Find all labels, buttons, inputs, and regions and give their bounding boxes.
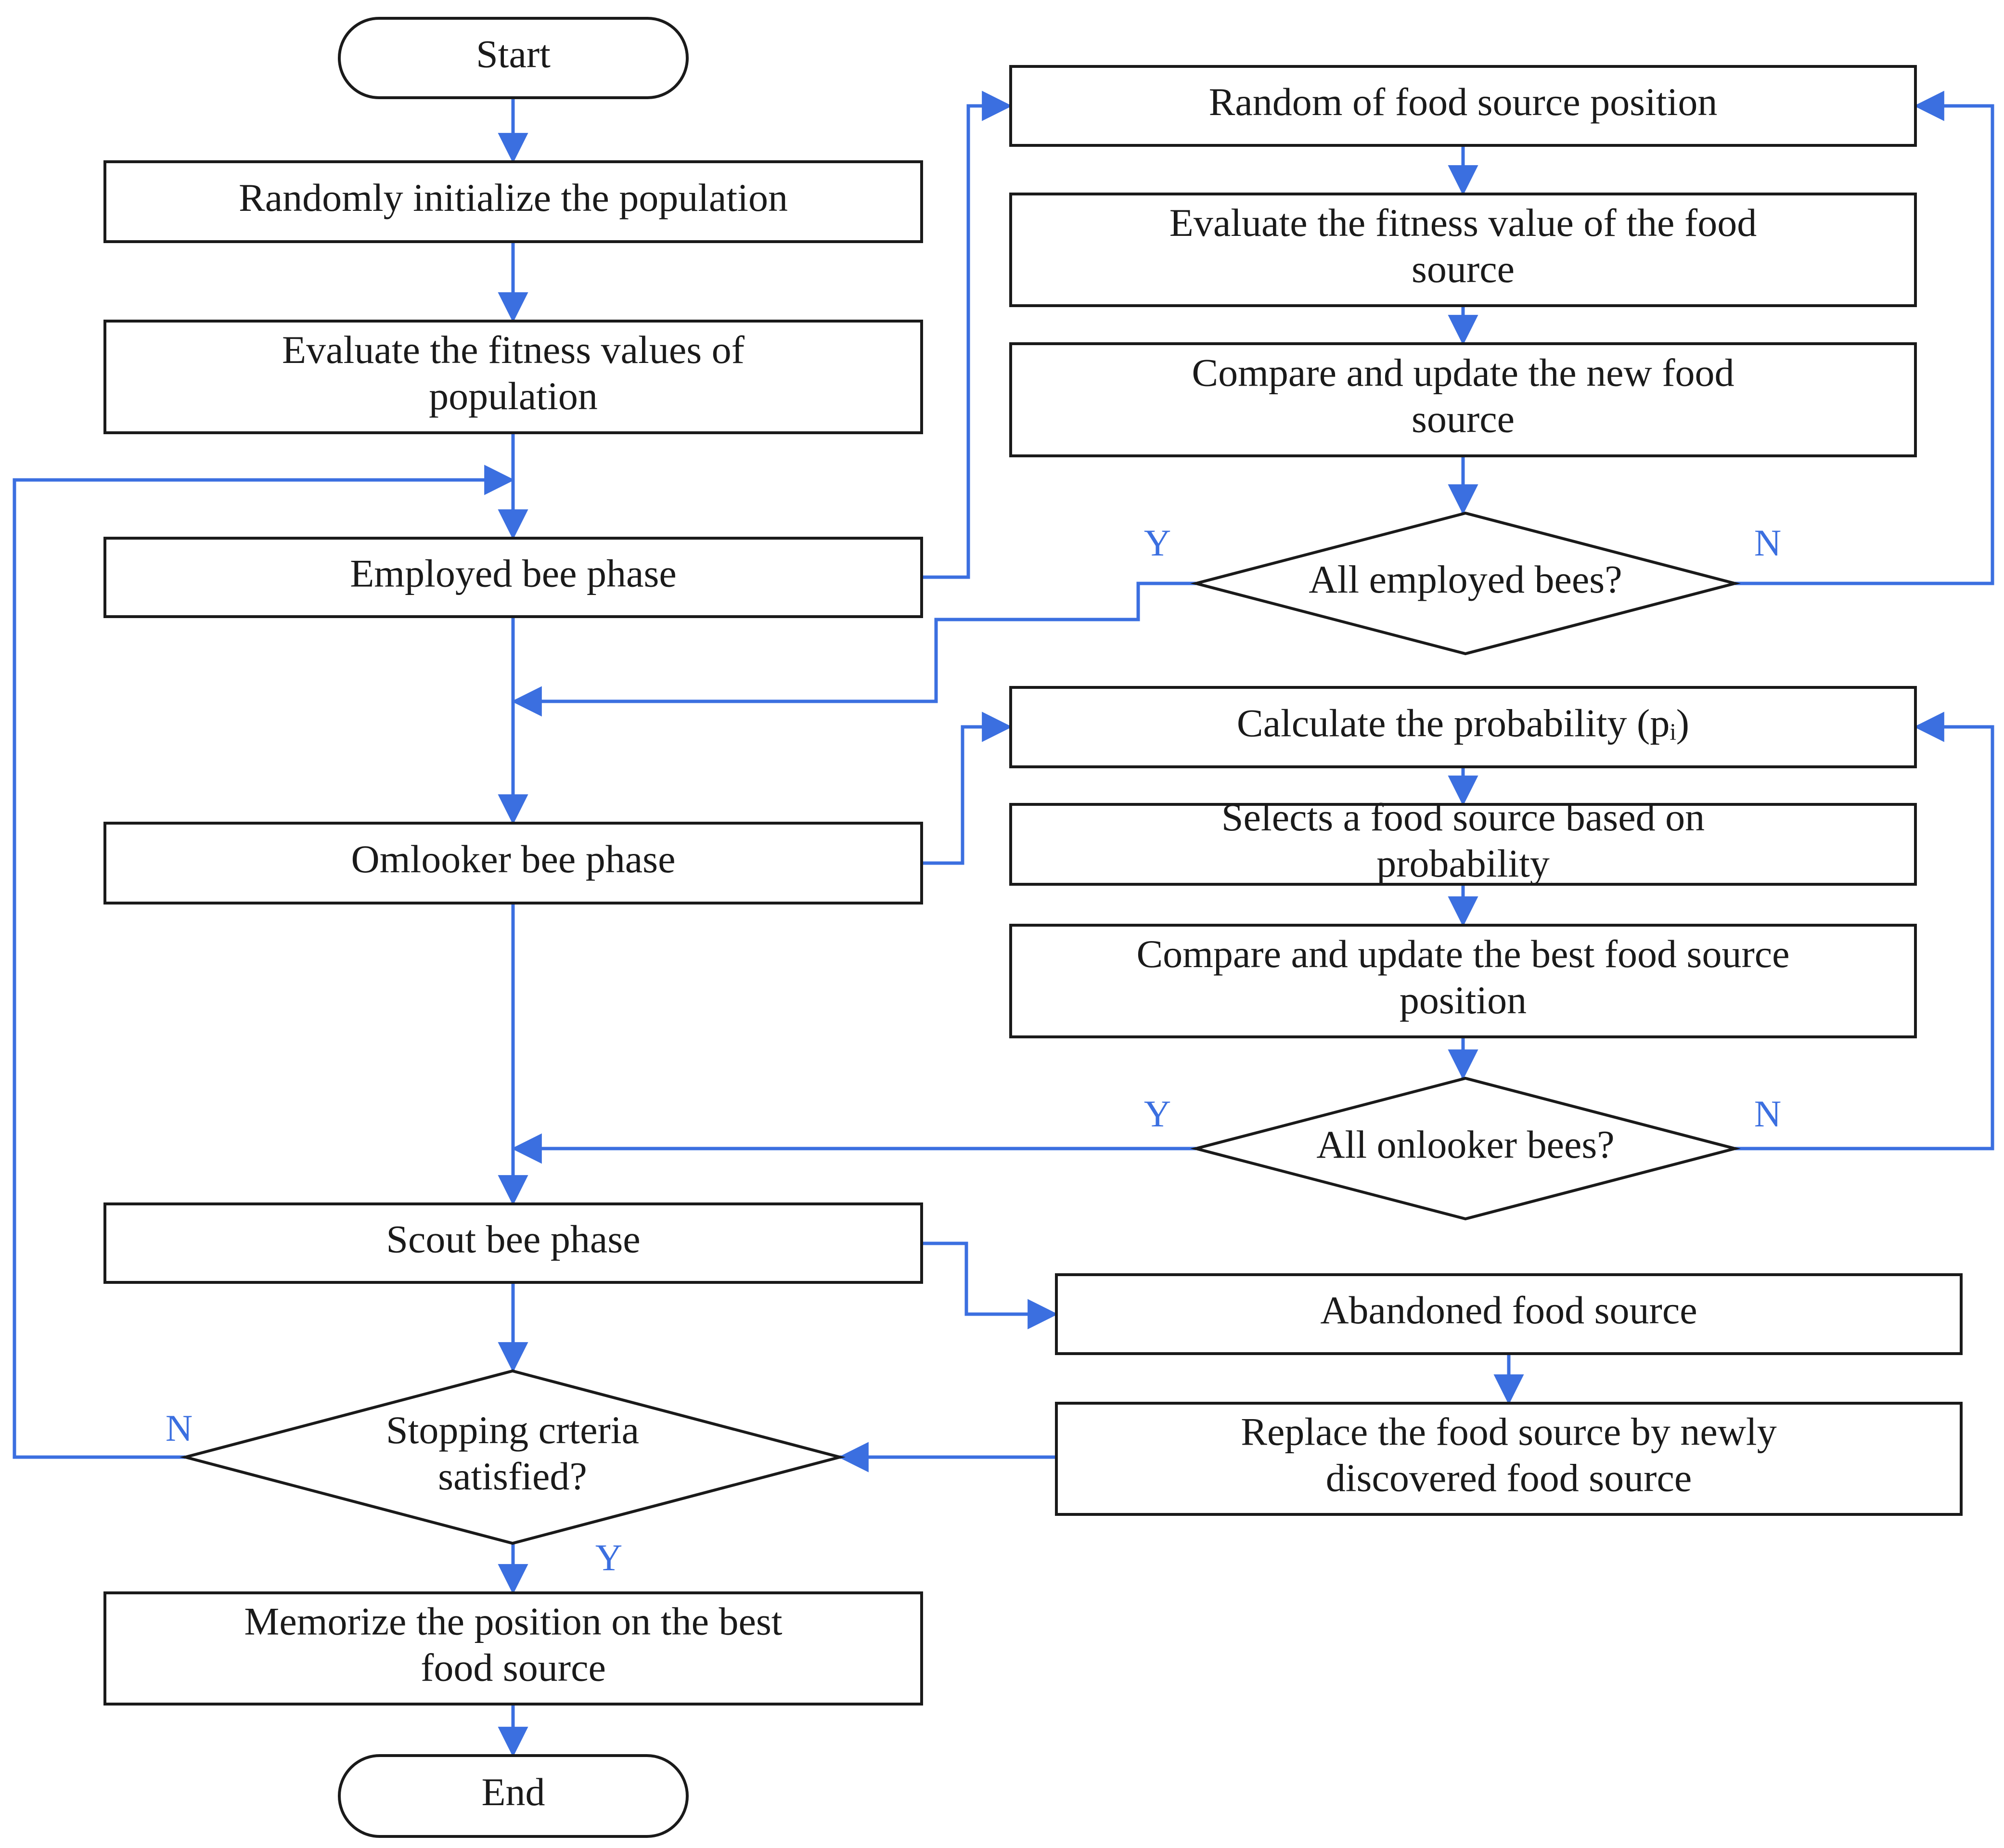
node-text-line: Employed bee phase: [350, 551, 677, 595]
node-shape: [103, 537, 923, 618]
edge-label-employed-yes: Y: [1144, 522, 1171, 564]
node-text-line: Random of food source position: [1209, 80, 1718, 124]
node-text-line: End: [481, 1770, 545, 1814]
node-compare-best: Compare and update the best food sourcep…: [1009, 924, 1917, 1038]
connector-layer: [13, 90, 1994, 1758]
node-shape: [103, 1591, 923, 1706]
connector-onlooker-calcprob: [922, 711, 1013, 865]
node-text-line: Evaluate the fitness value of the food: [1169, 201, 1757, 245]
connector-employed-randompos: [922, 90, 1013, 579]
node-text-line: source: [1412, 397, 1515, 440]
node-all-onlooker: All onlooker bees?: [1190, 1076, 1741, 1221]
node-text-line: satisfied?: [438, 1454, 587, 1498]
node-text-line: Compare and update the new food: [1192, 350, 1734, 394]
node-shape: [1009, 342, 1917, 457]
node-text-line: Memorize the position on the best: [244, 1599, 782, 1643]
node-calc-prob: Calculate the probability (pᵢ): [1009, 686, 1917, 768]
node-shape: [1055, 1402, 1963, 1516]
node-shape: [103, 822, 923, 905]
node-shape: [1009, 686, 1917, 768]
node-text-line: Start: [476, 32, 551, 76]
node-scout: Scout bee phase: [103, 1202, 923, 1284]
node-shape: [1009, 803, 1917, 886]
node-eval-food: Evaluate the fitness value of the foodso…: [1009, 193, 1917, 307]
edge-label-employed-no: N: [1754, 522, 1781, 564]
node-text-line: source: [1412, 247, 1515, 291]
node-shape: [338, 17, 689, 99]
node-random-pos: Random of food source position: [1009, 65, 1917, 147]
node-text-line: food source: [421, 1645, 606, 1689]
node-text-line: Compare and update the best food source: [1136, 932, 1789, 976]
edge-label-onlooker-yes: Y: [1144, 1093, 1171, 1135]
node-shape: [1009, 924, 1917, 1038]
edge-label-onlooker-no: N: [1754, 1093, 1781, 1135]
connector-scout-abandoned: [922, 1241, 1058, 1330]
node-text-line: Calculate the probability (pᵢ): [1237, 701, 1689, 745]
node-text-line: probability: [1376, 841, 1550, 885]
node-text-line: Omlooker bee phase: [351, 837, 676, 881]
node-shape: [1190, 511, 1741, 656]
node-shape: [1190, 1076, 1741, 1221]
node-shape: [103, 160, 923, 243]
node-abandoned: Abandoned food source: [1055, 1273, 1963, 1355]
node-shape: [103, 1202, 923, 1284]
node-replace: Replace the food source by newlydiscover…: [1055, 1402, 1963, 1516]
node-end: End: [338, 1754, 689, 1838]
edge-label-stop-no: N: [166, 1407, 193, 1449]
node-text-line: discovered food source: [1326, 1456, 1692, 1499]
node-text-line: Randomly initialize the population: [239, 176, 788, 220]
node-start: Start: [338, 17, 689, 99]
connector-allonl-no-loop: [1735, 711, 1994, 1150]
connector-stop-no-loop: [13, 465, 515, 1459]
node-text-line: Scout bee phase: [386, 1217, 640, 1261]
node-shape: [1009, 65, 1917, 147]
node-text-line: Selects a food source based on: [1221, 795, 1705, 839]
node-shape: [1009, 193, 1917, 307]
node-text-line: Abandoned food source: [1320, 1288, 1697, 1332]
connector-allemp-no-loop: [1735, 90, 1994, 585]
node-text-line: position: [1400, 978, 1527, 1022]
node-select: Selects a food source based onprobabilit…: [1009, 795, 1917, 886]
node-all-employed: All employed bees?: [1190, 511, 1741, 656]
node-text-line: Stopping crteria: [386, 1408, 639, 1452]
node-shape: [338, 1754, 689, 1838]
edge-label-layer: Y N Y N N Y: [166, 522, 1781, 1578]
node-shape: [1055, 1273, 1963, 1355]
node-text-line: All onlooker bees?: [1316, 1123, 1614, 1166]
node-init: Randomly initialize the population: [103, 160, 923, 243]
node-employed: Employed bee phase: [103, 537, 923, 618]
edge-label-stop-yes: Y: [595, 1537, 622, 1578]
node-text-line: Evaluate the fitness values of: [282, 328, 745, 372]
node-shape: [180, 1369, 846, 1545]
node-shape: [103, 320, 923, 434]
node-text-line: population: [429, 374, 598, 418]
node-onlooker: Omlooker bee phase: [103, 822, 923, 905]
connector-allemp-yes: [511, 582, 1196, 717]
node-text-line: All employed bees?: [1309, 557, 1622, 601]
node-text-line: Replace the food source by newly: [1241, 1409, 1776, 1453]
